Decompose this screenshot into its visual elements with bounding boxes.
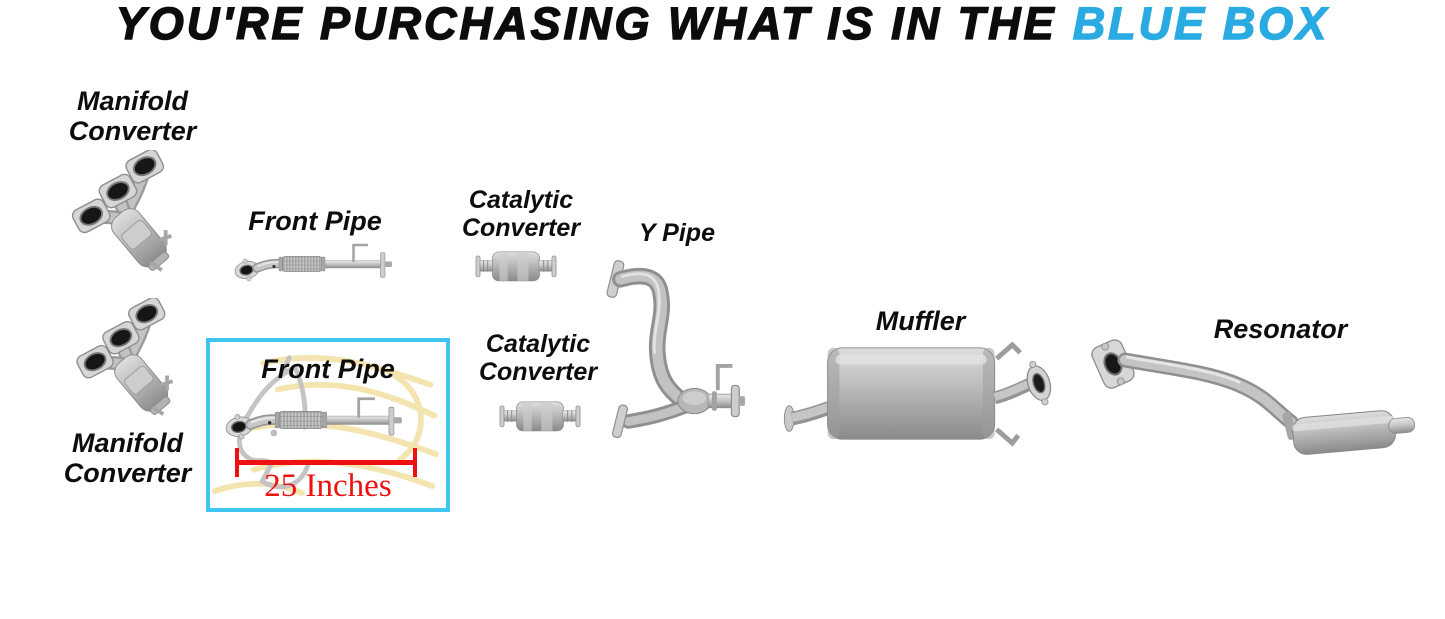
- page-title: YOU'RE PURCHASING WHAT IS IN THE BLUE BO…: [0, 0, 1445, 50]
- measurement-tick-right: [413, 448, 417, 477]
- manifold-converter-top-icon: [55, 150, 179, 274]
- label-resonator: Resonator: [1213, 314, 1348, 344]
- catalytic-converter-bottom-icon: [498, 397, 582, 435]
- highlight-box: Front Pipe 25 Inches: [206, 338, 450, 512]
- catalytic-converter-top-icon: [474, 247, 558, 285]
- label-front-pipe-boxed: Front Pipe: [261, 354, 395, 384]
- resonator-icon: [1089, 330, 1419, 465]
- y-pipe-icon: [601, 253, 747, 438]
- manifold-converter-bottom-icon: [60, 298, 180, 418]
- muffler-icon: [780, 337, 1056, 450]
- label-muffler: Muffler: [875, 306, 966, 336]
- measurement-text: 25 Inches: [264, 468, 392, 504]
- label-y-pipe: Y Pipe: [639, 219, 715, 247]
- label-manifold-converter-top: Manifold Converter: [68, 86, 197, 147]
- label-catalytic-converter-top: Catalytic Converter: [461, 186, 581, 242]
- measurement-line: [237, 460, 417, 465]
- title-highlight-text: BLUE BOX: [1072, 0, 1330, 49]
- label-manifold-converter-bottom: Manifold Converter: [63, 428, 192, 489]
- label-catalytic-converter-bottom: Catalytic Converter: [478, 330, 598, 386]
- front-pipe-boxed-icon: [222, 392, 408, 448]
- front-pipe-top-icon: [232, 239, 397, 289]
- label-front-pipe-top: Front Pipe: [248, 206, 382, 236]
- title-main-text: YOU'RE PURCHASING WHAT IS IN THE: [115, 0, 1057, 49]
